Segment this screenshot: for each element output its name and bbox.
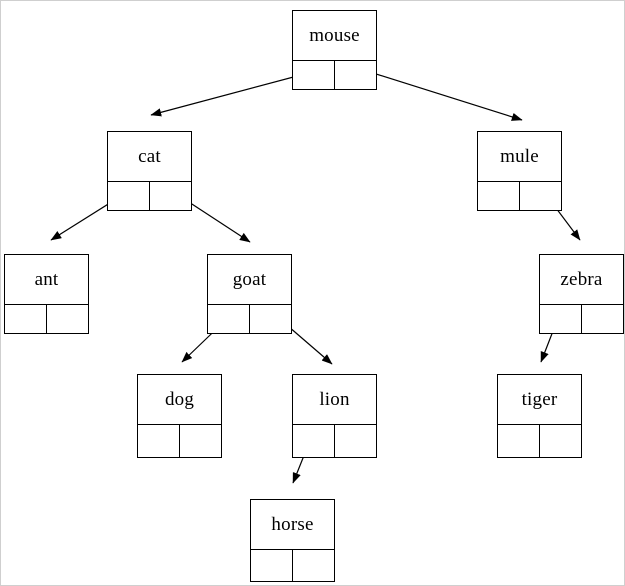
left-pointer-cell[interactable]: [498, 425, 540, 457]
tree-node-horse[interactable]: horse: [250, 499, 335, 582]
left-pointer-cell[interactable]: [108, 182, 150, 210]
right-pointer-cell[interactable]: [335, 425, 377, 457]
tree-node-pointer-row: [108, 182, 191, 210]
left-pointer-cell[interactable]: [293, 425, 335, 457]
tree-node-dog[interactable]: dog: [137, 374, 222, 458]
tree-node-pointer-row: [251, 550, 334, 581]
tree-node-pointer-row: [540, 305, 623, 333]
tree-node-label: zebra: [540, 255, 623, 305]
tree-node-tiger[interactable]: tiger: [497, 374, 582, 458]
tree-node-label: tiger: [498, 375, 581, 425]
left-pointer-cell[interactable]: [5, 305, 47, 333]
left-pointer-cell[interactable]: [138, 425, 180, 457]
right-pointer-cell[interactable]: [150, 182, 192, 210]
tree-node-pointer-row: [293, 61, 376, 89]
edge-mouse-right-to-mule: [353, 66, 523, 121]
tree-node-mouse[interactable]: mouse: [292, 10, 377, 90]
tree-node-zebra[interactable]: zebra: [539, 254, 624, 334]
tree-node-pointer-row: [478, 182, 561, 210]
right-pointer-cell[interactable]: [250, 305, 292, 333]
tree-node-label: mule: [478, 132, 561, 182]
right-pointer-cell[interactable]: [520, 182, 562, 210]
left-pointer-cell[interactable]: [208, 305, 250, 333]
tree-node-pointer-row: [5, 305, 88, 333]
tree-node-ant[interactable]: ant: [4, 254, 89, 334]
left-pointer-cell[interactable]: [293, 61, 335, 89]
tree-node-label: lion: [293, 375, 376, 425]
right-pointer-cell[interactable]: [540, 425, 582, 457]
tree-node-label: cat: [108, 132, 191, 182]
tree-node-lion[interactable]: lion: [292, 374, 377, 458]
tree-node-label: ant: [5, 255, 88, 305]
tree-node-label: dog: [138, 375, 221, 425]
right-pointer-cell[interactable]: [293, 550, 335, 581]
tree-node-pointer-row: [293, 425, 376, 457]
right-pointer-cell[interactable]: [582, 305, 624, 333]
tree-node-mule[interactable]: mule: [477, 131, 562, 211]
tree-node-label: mouse: [293, 11, 376, 61]
tree-node-pointer-row: [208, 305, 291, 333]
tree-node-goat[interactable]: goat: [207, 254, 292, 334]
left-pointer-cell[interactable]: [540, 305, 582, 333]
tree-node-pointer-row: [498, 425, 581, 457]
left-pointer-cell[interactable]: [251, 550, 293, 581]
right-pointer-cell[interactable]: [47, 305, 89, 333]
left-pointer-cell[interactable]: [478, 182, 520, 210]
tree-node-label: horse: [251, 500, 334, 550]
tree-node-label: goat: [208, 255, 291, 305]
right-pointer-cell[interactable]: [180, 425, 222, 457]
right-pointer-cell[interactable]: [335, 61, 377, 89]
tree-node-cat[interactable]: cat: [107, 131, 192, 211]
tree-node-pointer-row: [138, 425, 221, 457]
